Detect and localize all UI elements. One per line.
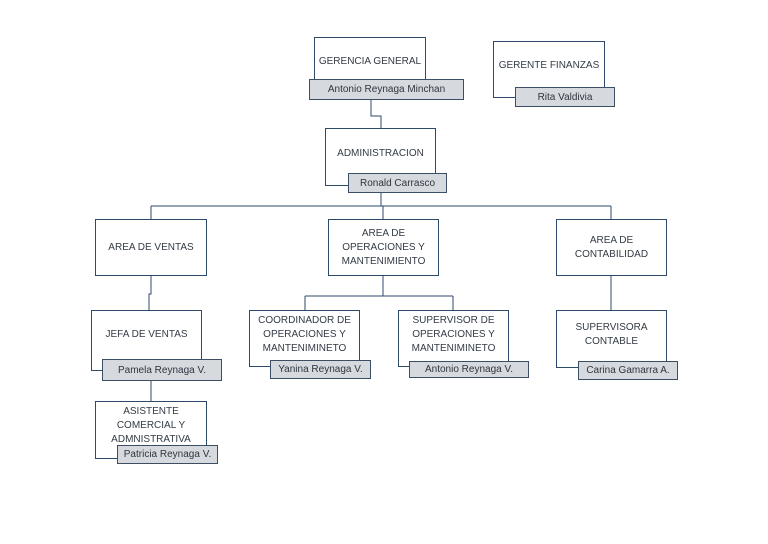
person-name-supervisor: Antonio Reynaga V. xyxy=(409,361,529,378)
node-area-contabilidad: AREA DE CONTABILIDAD xyxy=(556,219,667,276)
node-title: ADMINISTRACION xyxy=(337,148,424,159)
person-name-asistente: Patricia Reynaga V. xyxy=(117,445,218,464)
node-title: COORDINADOR DE OPERACIONES Y MANTENIMINE… xyxy=(258,315,351,354)
node-coordinador-operaciones: COORDINADOR DE OPERACIONES Y MANTENIMINE… xyxy=(249,310,360,367)
node-supervisor-operaciones: SUPERVISOR DE OPERACIONES Y MANTENIMINET… xyxy=(398,310,509,367)
connector-ventas-jefa xyxy=(148,276,152,310)
node-title: AREA DE CONTABILIDAD xyxy=(574,234,649,260)
node-title: JEFA DE VENTAS xyxy=(105,329,188,340)
node-title: SUPERVISORA CONTABLE xyxy=(575,322,648,347)
node-title: GERENCIA GENERAL xyxy=(318,56,422,67)
node-title: AREA DE OPERACIONES Y MANTENIMIENTO xyxy=(341,227,426,267)
node-title: ASISTENTE COMERCIAL Y ADMNISTRATIVA xyxy=(111,406,191,445)
node-title: GERENTE FINANZAS xyxy=(498,60,600,71)
node-supervisora-contable: SUPERVISORA CONTABLE xyxy=(556,310,667,368)
person-name-supervisora: Carina Gamarra A. xyxy=(578,361,678,380)
person-name-administracion: Ronald Carrasco xyxy=(348,173,447,193)
person-name-jefa-ventas: Pamela Reynaga V. xyxy=(102,359,222,381)
person-name-gerencia: Antonio Reynaga Minchan xyxy=(309,79,464,100)
person-name-finanzas: Rita Valdivia xyxy=(515,87,615,107)
person-name-coordinador: Yanina Reynaga V. xyxy=(270,360,371,379)
connector-gerencia-admin xyxy=(370,100,382,128)
node-title: AREA DE VENTAS xyxy=(108,241,194,253)
node-area-ventas: AREA DE VENTAS xyxy=(95,219,207,276)
node-area-operaciones: AREA DE OPERACIONES Y MANTENIMIENTO xyxy=(328,219,439,276)
node-title: SUPERVISOR DE OPERACIONES Y MANTENIMINET… xyxy=(411,315,496,354)
